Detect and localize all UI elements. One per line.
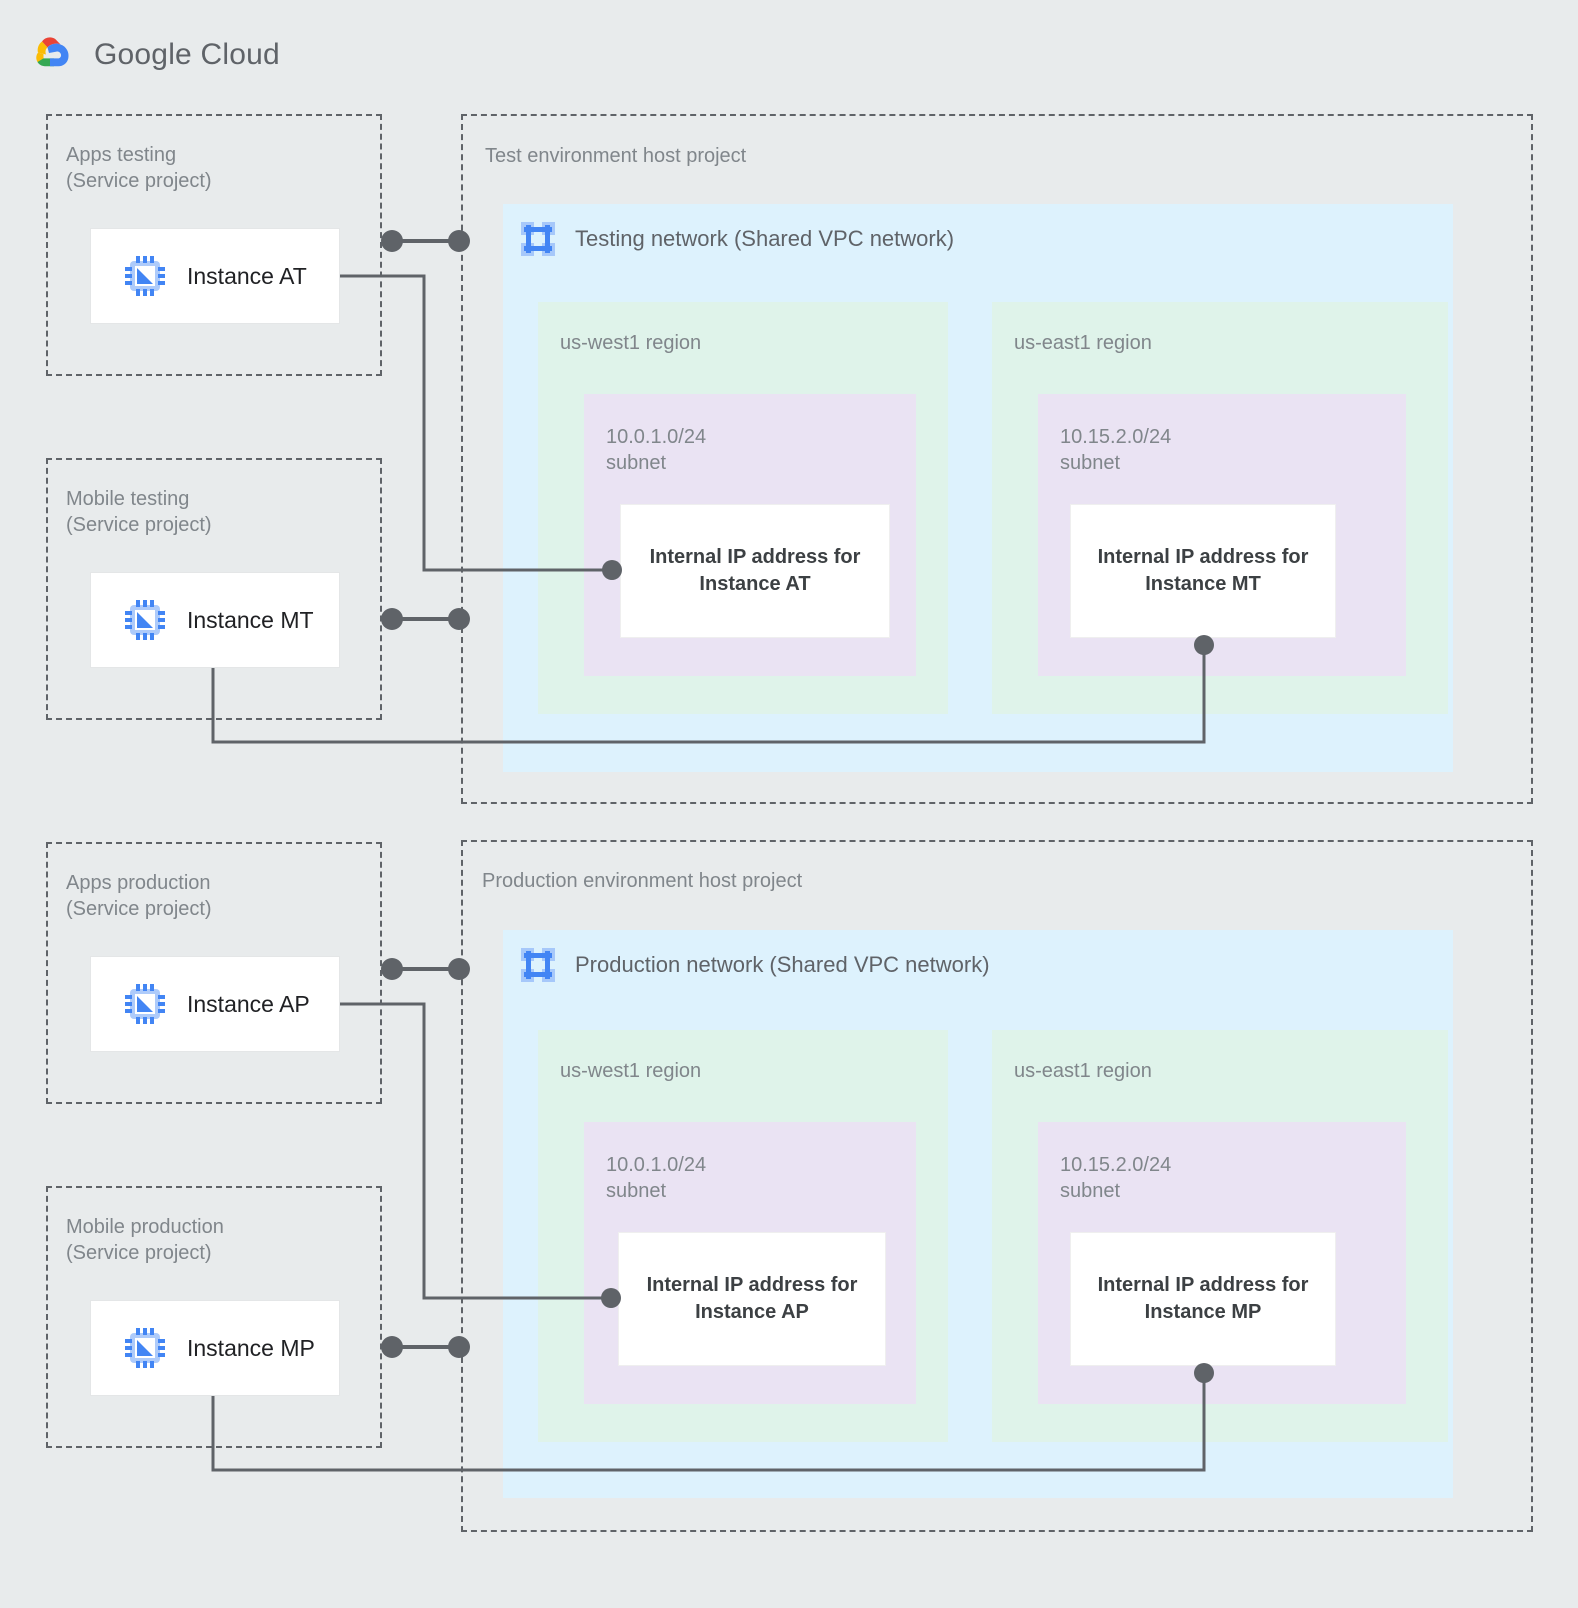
vpc-network-icon (521, 948, 555, 982)
google-cloud-logo-icon (30, 32, 80, 78)
region-us-east1-production-label: us-east1 region (1014, 1060, 1152, 1082)
vpc-network-icon (521, 222, 555, 256)
instance-card-mp[interactable]: Instance MP (90, 1300, 340, 1396)
ip-box-instance-mt: Internal IP address for Instance MT (1070, 504, 1336, 638)
peering-dot-mobile-production (381, 1336, 403, 1358)
chip-icon (125, 600, 165, 640)
instance-card-ap[interactable]: Instance AP (90, 956, 340, 1052)
brand-word-cloud: Cloud (200, 38, 280, 71)
instance-card-mt[interactable]: Instance MT (90, 572, 340, 668)
vpc-network-testing-label: Testing network (Shared VPC network) (575, 226, 955, 251)
region-us-west1-test-label: us-west1 region (560, 332, 702, 354)
subnet-10-0-1-0-test-label: 10.0.1.0/24 subnet (606, 426, 707, 475)
subnet-10-15-2-0-test-label: 10.15.2.0/24 subnet (1060, 426, 1172, 475)
vpc-network-testing-header: Testing network (Shared VPC network) (521, 222, 954, 256)
ip-box-instance-at: Internal IP address for Instance AT (620, 504, 890, 638)
ip-box-instance-mp: Internal IP address for Instance MP (1070, 1232, 1336, 1366)
google-cloud-brand: Google Cloud (30, 32, 280, 78)
service-project-mobile-testing-label: Mobile testing (Service project) (66, 488, 212, 537)
region-us-east1-test-label: us-east1 region (1014, 332, 1152, 354)
instance-label-at: Instance AT (187, 262, 307, 289)
chip-icon (125, 256, 165, 296)
brand-word-google: Google (94, 38, 192, 71)
brand-wordmark: Google Cloud (94, 38, 280, 72)
vpc-network-production-label: Production network (Shared VPC network) (575, 952, 990, 977)
region-us-west1-production-label: us-west1 region (560, 1060, 702, 1082)
vpc-network-production-header: Production network (Shared VPC network) (521, 948, 990, 982)
instance-label-ap: Instance AP (187, 990, 310, 1017)
host-project-production-label: Production environment host project (482, 870, 803, 892)
instance-card-at[interactable]: Instance AT (90, 228, 340, 324)
chip-icon (125, 984, 165, 1024)
peering-dot-apps-production (381, 958, 403, 980)
service-project-mobile-production-label: Mobile production (Service project) (66, 1216, 224, 1265)
subnet-10-15-2-0-production-label: 10.15.2.0/24 subnet (1060, 1154, 1172, 1203)
service-project-apps-testing-label: Apps testing (Service project) (66, 144, 212, 193)
ip-box-instance-ap: Internal IP address for Instance AP (618, 1232, 886, 1366)
instance-label-mt: Instance MT (187, 606, 314, 633)
peering-dot-mobile-testing (381, 608, 403, 630)
service-project-apps-production-label: Apps production (Service project) (66, 872, 212, 921)
subnet-10-0-1-0-production-label: 10.0.1.0/24 subnet (606, 1154, 707, 1203)
chip-icon (125, 1328, 165, 1368)
peering-dot-apps-testing (381, 230, 403, 252)
instance-label-mp: Instance MP (187, 1334, 315, 1361)
host-project-test-label: Test environment host project (485, 145, 747, 167)
